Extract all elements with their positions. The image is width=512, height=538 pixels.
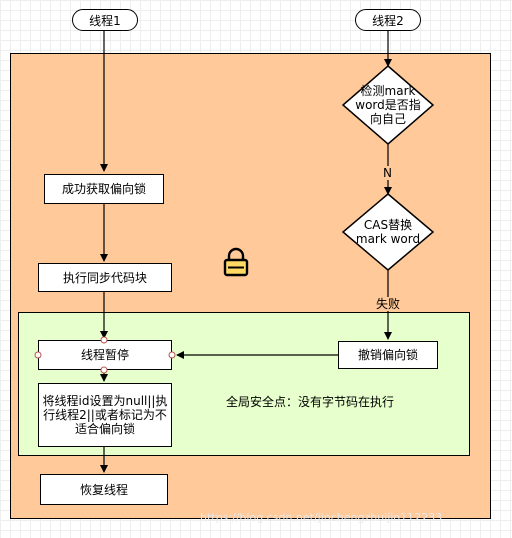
thread1-node: 线程1	[72, 9, 138, 31]
thread2-node: 线程2	[355, 9, 421, 31]
cas-replace-decision: CAS替换mark word	[355, 218, 421, 246]
execute-sync-node: 执行同步代码块	[38, 263, 172, 292]
pause-thread-node: 线程暂停	[38, 340, 172, 370]
lock-icon	[223, 247, 249, 277]
watermark: https://blog.csdn.net/jinchengzhuijio112…	[200, 511, 443, 524]
check-mark-word-decision: 检测mark word是否指向自己	[355, 84, 421, 126]
revoke-lock-node: 撤销偏向锁	[338, 341, 438, 369]
edge-label-n: N	[382, 166, 393, 180]
acquire-lock-node: 成功获取偏向锁	[44, 174, 164, 204]
edge-label-fail: 失败	[375, 297, 402, 311]
set-thread-id-node: 将线程id设置为null||执行线程2||或者标记为不适合偏向锁	[38, 383, 172, 447]
safepoint-label: 全局安全点：没有字节码在执行	[226, 395, 395, 409]
resume-thread-node: 恢复线程	[40, 474, 168, 505]
